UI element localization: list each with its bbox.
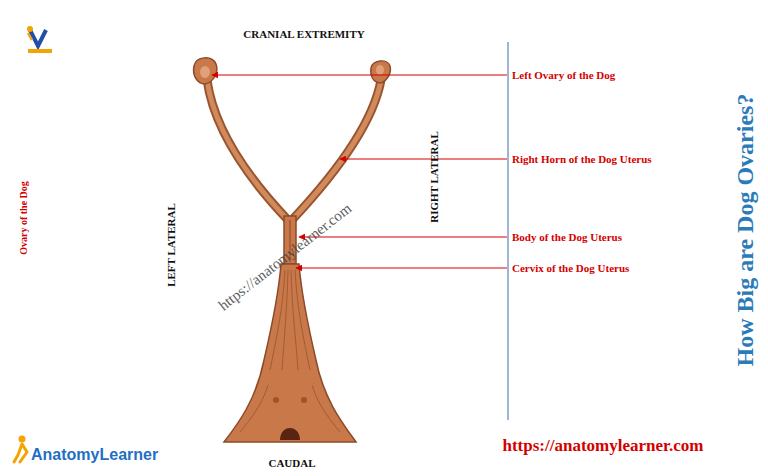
site-url: https://anatomylearner.com	[503, 437, 704, 456]
direction-label: RIGHT LATERAL	[428, 131, 440, 223]
watermark: https://anatomylearner.com	[215, 200, 354, 314]
part-label: Cervix of the Dog Uterus	[512, 262, 629, 274]
logo-figure	[14, 436, 27, 463]
part-label: Body of the Dog Uterus	[512, 231, 622, 243]
leader-lines	[212, 75, 507, 268]
page-title: How Big are Dog Ovaries?	[732, 94, 758, 367]
ovaries	[194, 58, 391, 84]
direction-label: CAUDAL	[268, 457, 315, 469]
logo-text: AnatomyLearner	[31, 446, 158, 464]
divider-line	[508, 42, 509, 420]
direction-label: CRANIAL EXTREMITY	[243, 28, 364, 40]
part-label: Left Ovary of the Dog	[512, 69, 615, 81]
uterine-horns	[207, 80, 381, 220]
part-label: Right Horn of the Dog Uterus	[512, 153, 652, 165]
side-note: Ovary of the Dog	[18, 181, 29, 255]
logo-icon	[25, 26, 53, 55]
direction-label: LEFT LATERAL	[165, 203, 177, 287]
